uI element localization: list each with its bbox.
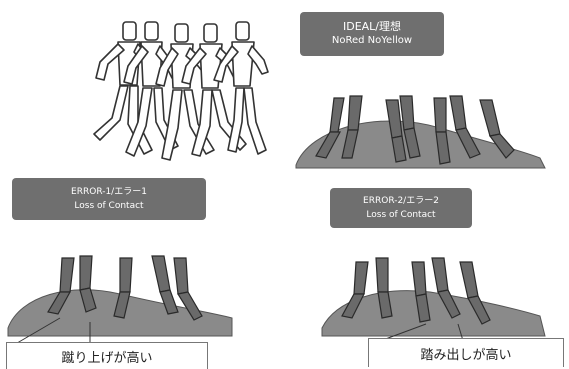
error2-subtitle: Loss of Contact <box>366 210 436 220</box>
error1-subtitle: Loss of Contact <box>74 201 144 211</box>
error1-label: ERROR-1/エラー1 Loss of Contact <box>12 178 206 220</box>
error1-caption: 蹴り上げが高い <box>6 342 208 369</box>
error2-caption-text: 踏み出しが高い <box>420 347 512 363</box>
error2-ground-shape <box>321 290 546 337</box>
error1-caption-text: 蹴り上げが高い <box>61 350 153 366</box>
ideal-label: IDEAL/理想 NoRed NoYellow <box>300 12 444 56</box>
error2-caption: 踏み出しが高い <box>368 338 564 367</box>
error1-legs <box>47 255 203 321</box>
ideal-title: IDEAL/理想 <box>342 20 402 33</box>
ideal-legs <box>315 95 515 165</box>
error2-label: ERROR-2/エラー2 Loss of Contact <box>330 188 472 228</box>
error2-legs <box>341 257 491 325</box>
ideal-subtitle: NoRed NoYellow <box>331 35 413 46</box>
error1-title: ERROR-1/エラー1 <box>71 187 147 197</box>
runner-figure-5 <box>213 21 269 155</box>
error2-title: ERROR-2/エラー2 <box>363 196 439 206</box>
